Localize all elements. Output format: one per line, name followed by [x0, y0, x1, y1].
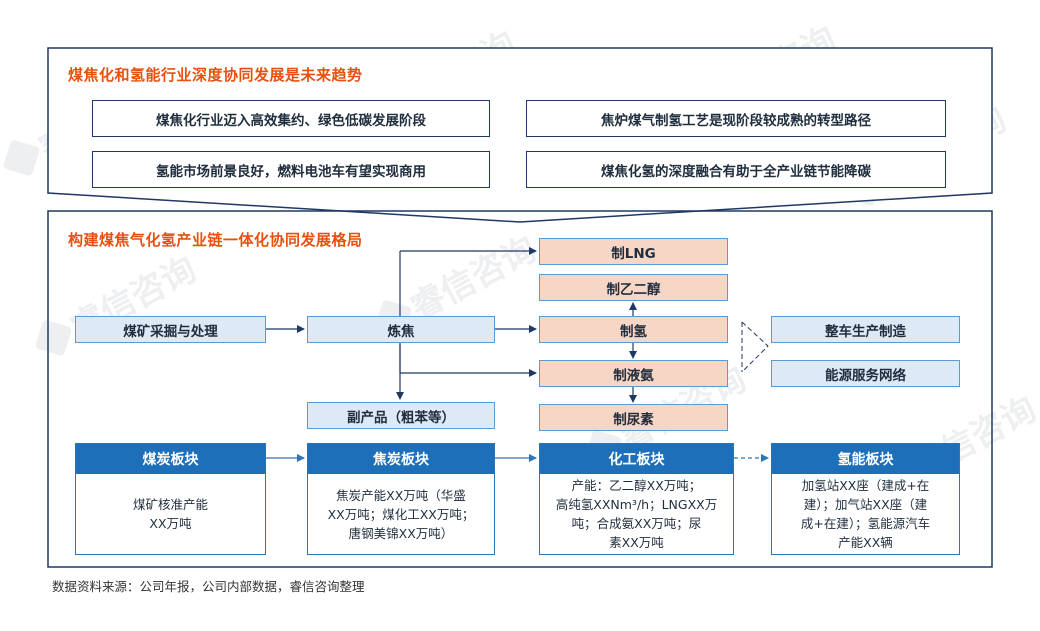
panel-coal-body: 煤矿核准产能 XX万吨 [132, 497, 208, 531]
dashed-bracket [741, 321, 769, 373]
panel-hydrogen-title: 氢能板块 [772, 444, 959, 474]
trend-item-2: 焦炉煤气制氢工艺是现阶段较成熟的转型路径 [526, 100, 946, 137]
product-glycol: 制乙二醇 [539, 274, 728, 301]
panel-coke: 焦炭板块 焦炭产能XX万吨（华盛 XX万吨；煤化工XX万吨； 唐钢美锦XX万吨） [307, 443, 495, 555]
top-section-title: 煤焦化和氢能行业深度协同发展是未来趋势 [68, 66, 363, 84]
application-energy-network: 能源服务网络 [771, 360, 960, 387]
trend-item-3: 氢能市场前景良好，燃料电池车有望实现商用 [92, 151, 490, 188]
panel-coke-title: 焦炭板块 [308, 444, 494, 474]
product-lng: 制LNG [539, 238, 728, 265]
source-note: 数据资料来源：公司年报，公司内部数据，睿信咨询整理 [52, 579, 365, 594]
product-ammonia: 制液氨 [539, 360, 728, 387]
panel-chemical-title: 化工板块 [540, 444, 733, 474]
mining-box: 煤矿采掘与处理 [75, 316, 266, 343]
panel-hydrogen-body: 加氢站XX座（建成+在 建）；加气站XX座（建 成+在建）；氢能源汽车 产能XX… [800, 478, 931, 550]
application-vehicle: 整车生产制造 [771, 316, 960, 343]
product-hydrogen: 制氢 [539, 316, 728, 343]
trend-item-1: 煤焦化行业迈入高效集约、绿色低碳发展阶段 [92, 100, 490, 137]
panel-chemical: 化工板块 产能：乙二醇XX万吨； 高纯氢XXNm³/h；LNGXX万 吨；合成氨… [539, 443, 734, 555]
panel-hydrogen: 氢能板块 加氢站XX座（建成+在 建）；加气站XX座（建 成+在建）；氢能源汽车… [771, 443, 960, 555]
product-urea: 制尿素 [539, 404, 728, 431]
byproduct-box: 副产品（粗苯等） [307, 402, 495, 429]
bottom-section-title: 构建煤焦气化氢产业链一体化协同发展格局 [68, 231, 363, 249]
trend-item-4: 煤焦化氢的深度融合有助于全产业链节能降碳 [526, 151, 946, 188]
panel-coal: 煤炭板块 煤矿核准产能 XX万吨 [75, 443, 266, 555]
bottom-section-frame [47, 210, 993, 568]
coking-box: 炼焦 [307, 316, 495, 343]
panel-coal-title: 煤炭板块 [76, 444, 265, 474]
panel-chemical-body: 产能：乙二醇XX万吨； 高纯氢XXNm³/h；LNGXX万 吨；合成氨XX万吨；… [555, 478, 718, 550]
panel-coke-body: 焦炭产能XX万吨（华盛 XX万吨；煤化工XX万吨； 唐钢美锦XX万吨） [327, 487, 475, 541]
